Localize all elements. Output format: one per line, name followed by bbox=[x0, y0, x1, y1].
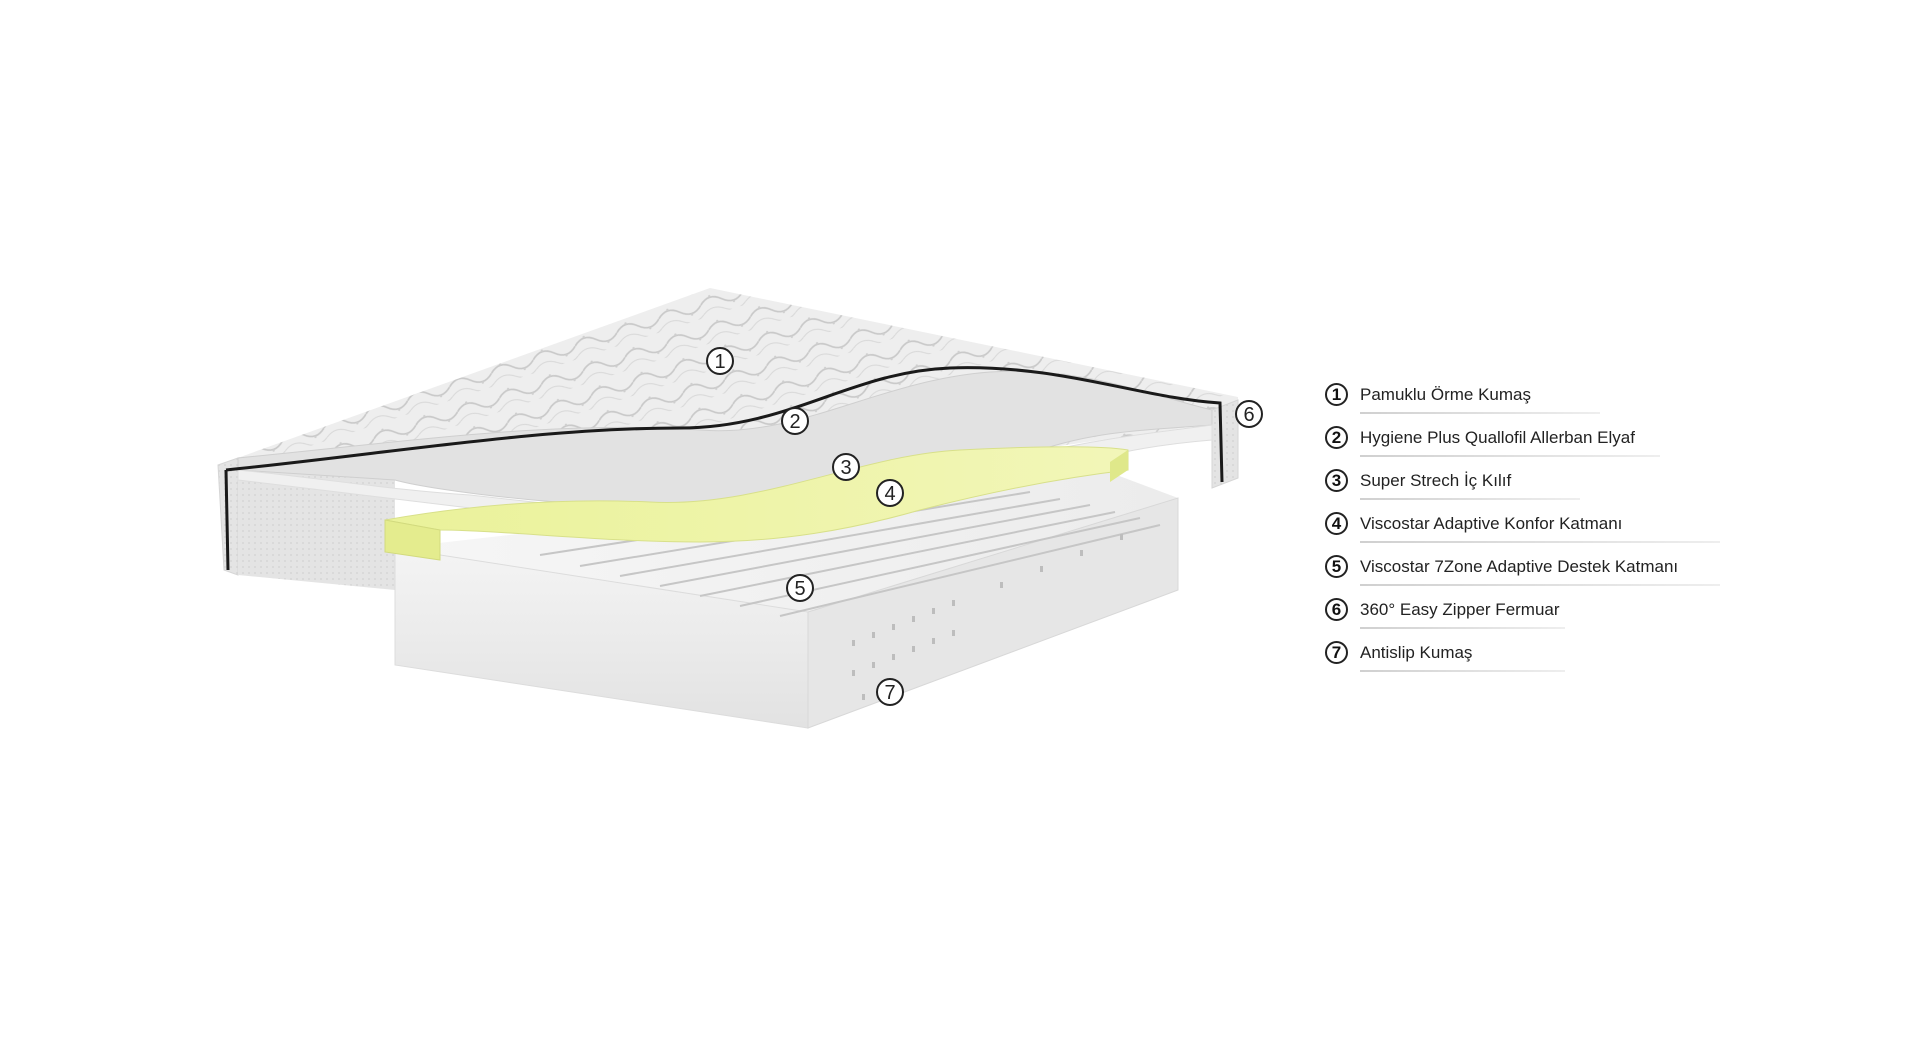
marker-2: 2 bbox=[781, 407, 809, 435]
legend-number: 2 bbox=[1325, 426, 1348, 449]
legend-label: Super Strech İç Kılıf bbox=[1360, 471, 1512, 490]
svg-text:5: 5 bbox=[794, 578, 805, 600]
yellow-comfort-layer bbox=[384, 446, 1129, 561]
legend-label: Viscostar Adaptive Konfor Katmanı bbox=[1360, 514, 1623, 533]
legend-divider bbox=[1360, 455, 1660, 457]
svg-text:1: 1 bbox=[714, 351, 725, 373]
legend-label: Hygiene Plus Quallofil Allerban Elyaf bbox=[1360, 428, 1635, 447]
base-foam-block bbox=[394, 468, 1179, 729]
legend-number: 3 bbox=[1325, 469, 1348, 492]
legend-item-6: 6 360° Easy Zipper Fermuar bbox=[1325, 595, 1745, 638]
legend-divider bbox=[1360, 412, 1600, 414]
legend-divider bbox=[1360, 498, 1580, 500]
svg-text:7: 7 bbox=[884, 682, 895, 704]
marker-5: 5 bbox=[786, 574, 814, 602]
marker-6: 6 bbox=[1235, 400, 1263, 428]
yellow-right-face bbox=[1110, 450, 1128, 482]
layer-legend: 1 Pamuklu Örme Kumaş 2 Hygiene Plus Qual… bbox=[1325, 380, 1745, 681]
marker-7: 7 bbox=[876, 678, 904, 706]
legend-divider bbox=[1360, 584, 1720, 586]
legend-label: Antislip Kumaş bbox=[1360, 643, 1473, 662]
legend-label: Pamuklu Örme Kumaş bbox=[1360, 385, 1531, 404]
legend-item-2: 2 Hygiene Plus Quallofil Allerban Elyaf bbox=[1325, 423, 1745, 466]
legend-label: Viscostar 7Zone Adaptive Destek Katmanı bbox=[1360, 557, 1679, 576]
marker-4: 4 bbox=[876, 479, 904, 507]
legend-number: 5 bbox=[1325, 555, 1348, 578]
legend-divider bbox=[1360, 670, 1565, 672]
svg-text:4: 4 bbox=[884, 483, 895, 505]
marker-3: 3 bbox=[832, 453, 860, 481]
legend-divider bbox=[1360, 541, 1720, 543]
legend-divider bbox=[1360, 627, 1565, 629]
svg-text:3: 3 bbox=[840, 457, 851, 479]
legend-item-5: 5 Viscostar 7Zone Adaptive Destek Katman… bbox=[1325, 552, 1745, 595]
legend-number: 6 bbox=[1325, 598, 1348, 621]
marker-1: 1 bbox=[706, 347, 734, 375]
legend-number: 4 bbox=[1325, 512, 1348, 535]
svg-text:2: 2 bbox=[789, 411, 800, 433]
legend-number: 1 bbox=[1325, 383, 1348, 406]
legend-label: 360° Easy Zipper Fermuar bbox=[1360, 600, 1560, 619]
zone-grooves bbox=[539, 483, 1161, 617]
legend-number: 7 bbox=[1325, 641, 1348, 664]
legend-item-7: 7 Antislip Kumaş bbox=[1325, 638, 1745, 681]
cover-right-side bbox=[1211, 399, 1239, 489]
side-notches bbox=[852, 534, 1123, 700]
legend-item-1: 1 Pamuklu Örme Kumaş bbox=[1325, 380, 1745, 423]
legend-item-3: 3 Super Strech İç Kılıf bbox=[1325, 466, 1745, 509]
svg-text:6: 6 bbox=[1243, 404, 1254, 426]
legend-item-4: 4 Viscostar Adaptive Konfor Katmanı bbox=[1325, 509, 1745, 552]
yellow-front-face bbox=[384, 519, 441, 561]
